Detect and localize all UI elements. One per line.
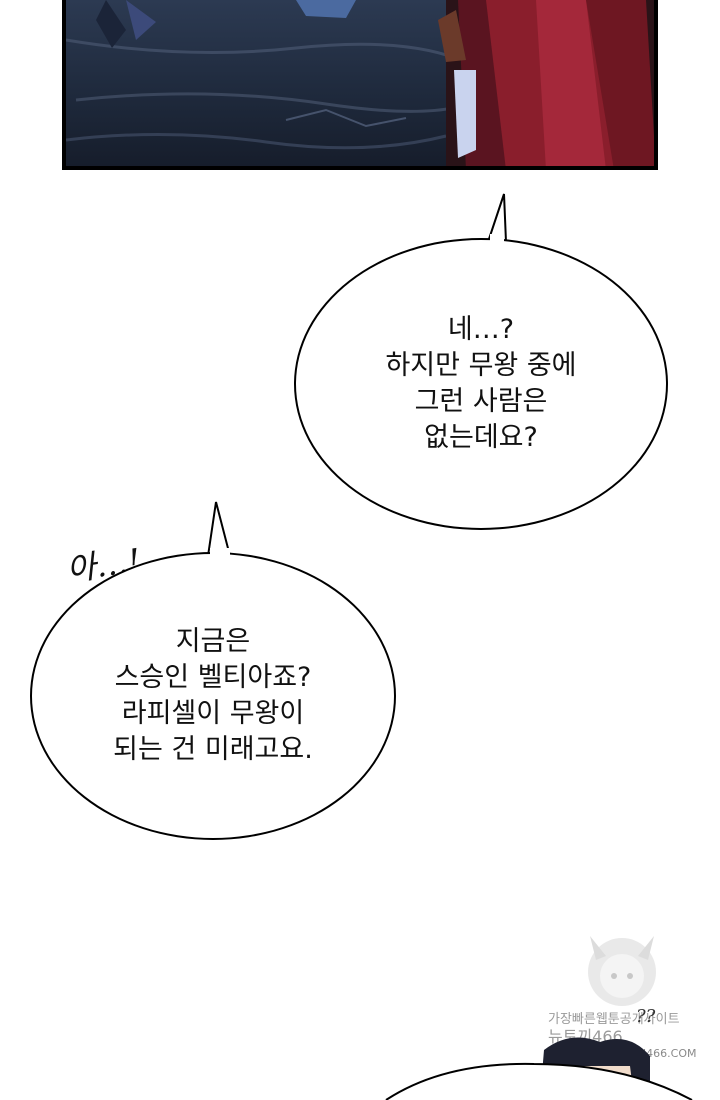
speech-line: 네…? bbox=[447, 314, 515, 345]
speech-text: 네…? 하지만 무왕 중에 그런 사람은 없는데요? bbox=[385, 312, 576, 456]
question-marks: ?? bbox=[636, 1006, 656, 1027]
speech-text: 지금은 스승인 벨티아죠? 라피셀이 무왕이 되는 건 미래고요. bbox=[113, 624, 313, 768]
speech-bubble: 지금은 스승인 벨티아죠? 라피셀이 무왕이 되는 건 미래고요. bbox=[30, 552, 396, 840]
speech-bubble: 네…? 하지만 무왕 중에 그런 사람은 없는데요? bbox=[294, 238, 668, 530]
speech-tail bbox=[207, 501, 231, 557]
speech-line: 지금은 bbox=[175, 626, 251, 657]
speech-line: 스승인 벨티아죠? bbox=[114, 662, 312, 693]
speech-line: 하지만 무왕 중에 bbox=[385, 350, 577, 381]
speech-line: 라피셀이 무왕이 bbox=[121, 698, 305, 729]
watermark-line: 가장빠른웹툰공개사이트 bbox=[548, 1012, 680, 1027]
watermark-mascot-icon bbox=[588, 936, 656, 1006]
speech-line: 그런 사람은 bbox=[414, 386, 548, 417]
speech-bubble-partial bbox=[385, 1062, 693, 1100]
night-scene-illustration bbox=[66, 0, 654, 166]
tail-join bbox=[490, 234, 504, 242]
speech-line: 되는 건 미래고요. bbox=[113, 734, 313, 765]
art-panel bbox=[62, 0, 658, 170]
tail-join bbox=[210, 548, 230, 556]
speech-line: 없는데요? bbox=[424, 422, 538, 453]
speech-tail bbox=[487, 193, 507, 243]
